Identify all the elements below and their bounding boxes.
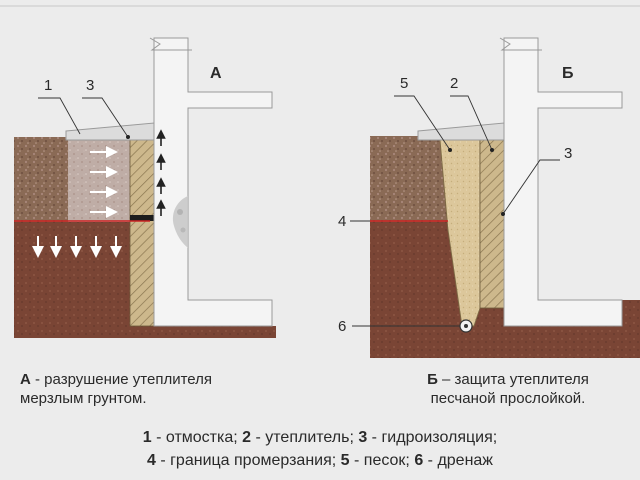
label-2: 2 [450,75,458,92]
caption-b-letter: Б [427,371,438,388]
damage-blob [172,196,188,248]
legend-num: 3 [358,429,368,446]
caption-a-line2: мерзлым грунтом. [20,390,147,407]
legend-text: - отмостка; [151,429,243,446]
wall-a [153,37,273,327]
caption-a: А - разрушение утеплителя мерзлым грунто… [20,370,310,408]
legend-num: 5 [340,452,350,469]
caption-a-text: - разрушение утеплителя [30,371,213,388]
panel-a: 1 3 А [14,37,276,338]
panel-a-letter: А [210,65,222,82]
legend-line-2: 4 - граница промерзания; 5 - песок; 6 - … [0,452,640,470]
legend-text: - утеплитель; [251,429,359,446]
label-6: 6 [338,318,346,335]
legend-text: - дренаж [423,452,494,469]
legend-line-1: 1 - отмостка; 2 - утеплитель; 3 - гидрои… [0,429,640,447]
frost-down-arrows [32,236,122,258]
legend-num: 6 [414,452,424,469]
leader-3b [502,159,560,215]
leader-2 [450,95,493,151]
caption-b-line2: песчаной прослойкой. [430,390,586,407]
label-1: 1 [44,77,52,94]
label-3-a: 3 [86,77,94,94]
frozen-zone-a [68,140,130,222]
blind-area-b [417,122,505,141]
insulation-a [129,139,155,327]
blind-area-a [65,122,155,141]
leader-3a [82,97,129,138]
caption-a-letter: А [20,371,31,388]
leader-1 [38,97,81,135]
panel-b-letter: Б [562,65,574,82]
insulation-b [479,139,505,309]
wall-b [503,37,623,327]
caption-b: Б – защита утеплителя песчаной прослойко… [388,370,628,408]
legend-text: - гидроизоляция; [367,429,498,446]
panel-b: 5 2 3 4 6 Б [338,37,640,358]
soil-lower-a [14,222,130,338]
label-5: 5 [400,75,408,92]
label-3-b: 3 [564,145,572,162]
legend-text: - песок; [349,452,415,469]
legend-num: 4 [146,452,156,469]
label-4: 4 [338,213,346,230]
legend-text: - граница промерзания; [155,452,341,469]
caption-b-text: – защита утеплителя [437,371,589,388]
leader-5 [394,95,451,151]
legend-num: 2 [242,429,252,446]
legend-num: 1 [142,429,152,446]
frost-push-arrows [90,146,118,218]
